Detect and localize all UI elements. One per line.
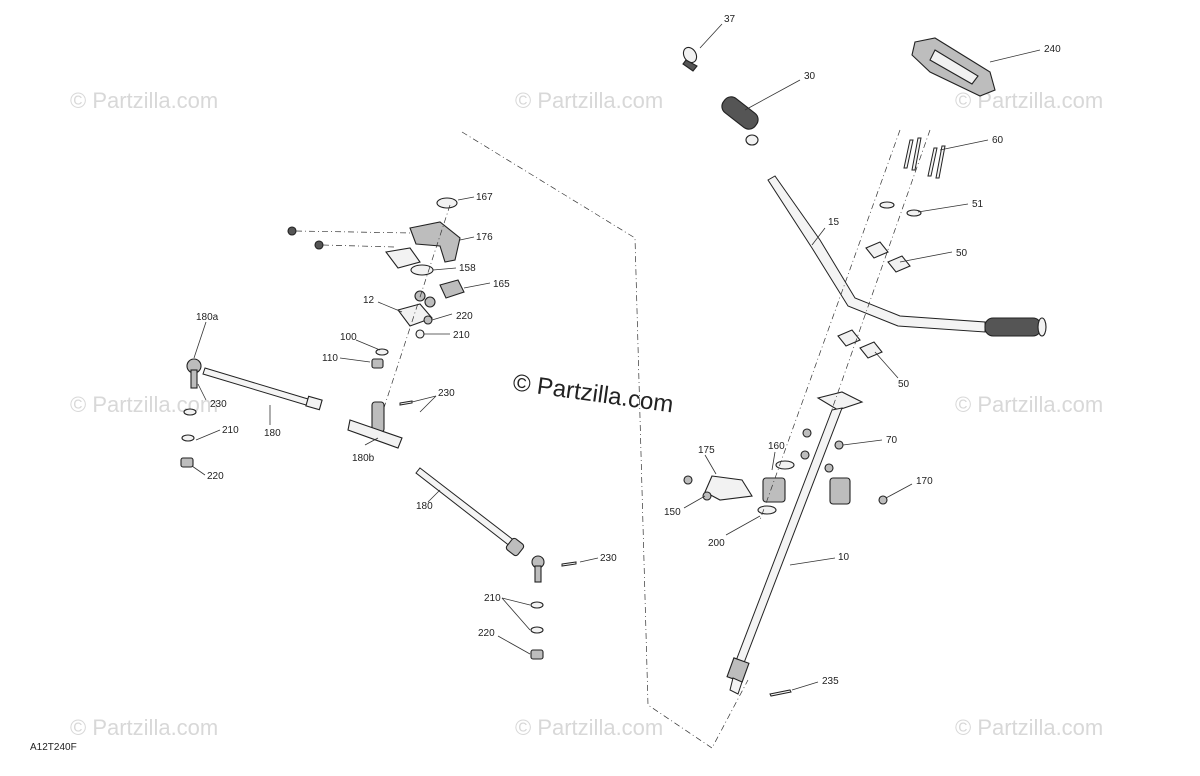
leader-lines	[191, 23, 1041, 691]
bolt-170	[878, 495, 888, 505]
callout-158: 158	[459, 263, 476, 274]
assembly-line	[379, 204, 451, 421]
callout-15: 15	[828, 217, 840, 228]
steering-column	[726, 391, 864, 695]
part-165	[439, 279, 465, 299]
part-220-top	[423, 315, 433, 325]
callout-37: 37	[724, 14, 736, 25]
center-watermark: © Partzilla.com	[511, 369, 675, 418]
part-110	[371, 358, 384, 369]
watermark-top-left: © Partzilla.com	[70, 88, 218, 113]
callout-200: 200	[708, 538, 725, 549]
callout-180-left: 180	[264, 428, 281, 439]
pin-230-right	[561, 561, 577, 567]
part-210-top	[415, 329, 425, 339]
washer-210-left-b	[181, 434, 195, 442]
callout-60: 60	[992, 135, 1004, 146]
callout-180a: 180a	[196, 312, 219, 323]
callout-30: 30	[804, 71, 816, 82]
callout-235: 235	[822, 676, 839, 687]
tie-rod-right	[415, 467, 545, 583]
assembly-line	[759, 129, 901, 521]
assembly-line	[322, 244, 396, 248]
watermarks: © Partzilla.com © Partzilla.com © Partzi…	[70, 88, 1103, 740]
callout-160: 160	[768, 441, 785, 452]
watermark-mid-right: © Partzilla.com	[955, 392, 1103, 417]
washer-210-right-b	[530, 626, 544, 634]
steering-column-assembly	[682, 37, 1047, 697]
watermark-bottom-right: © Partzilla.com	[955, 715, 1103, 740]
callout-210-top: 210	[453, 330, 470, 341]
cotter-pin-235	[769, 689, 792, 697]
column-bracket	[683, 475, 753, 501]
screw-left-a	[287, 226, 297, 236]
callout-165: 165	[493, 279, 510, 290]
callout-175: 175	[698, 445, 715, 456]
callout-70: 70	[886, 435, 898, 446]
part-100	[375, 348, 389, 356]
callout-220-top: 220	[456, 311, 473, 322]
callout-240: 240	[1044, 44, 1061, 55]
washer-210-right	[530, 601, 544, 609]
nut-220-left	[180, 457, 194, 468]
callout-110: 110	[322, 353, 338, 364]
watermark-top-center: © Partzilla.com	[515, 88, 663, 113]
callout-180-right: 180	[416, 501, 433, 512]
steering-pivot	[347, 401, 403, 449]
callout-170: 170	[916, 476, 933, 487]
tie-rods	[180, 358, 577, 660]
tie-rod-left	[186, 358, 323, 411]
clamp-spacers	[879, 201, 922, 217]
part-176-lower	[385, 247, 421, 269]
upper-clamps	[865, 241, 911, 273]
callout-100: 100	[340, 332, 357, 343]
callout-10: 10	[838, 552, 850, 563]
steering-arm-assembly	[287, 197, 465, 449]
callouts: 37 30 240 60 51 15 50 50 70 170 175 160 …	[196, 14, 1061, 687]
callout-210-right: 210	[484, 593, 501, 604]
part-158	[410, 264, 434, 276]
callout-230-center: 230	[438, 388, 455, 399]
callout-210-left: 210	[222, 425, 239, 436]
screw-left-b	[314, 240, 324, 250]
callout-12: 12	[363, 295, 375, 306]
handlebar	[767, 175, 986, 333]
callout-167: 167	[476, 192, 493, 203]
assembly-line	[295, 230, 413, 234]
callout-51: 51	[972, 199, 984, 210]
callout-180b: 180b	[352, 453, 375, 464]
grip-right	[984, 317, 1047, 337]
pin-230	[399, 400, 413, 406]
watermark-bottom-left: © Partzilla.com	[70, 715, 218, 740]
callout-230-right: 230	[600, 553, 617, 564]
diagram-code: A12T240F	[30, 742, 77, 753]
assembly-line	[829, 129, 931, 416]
clamp-bolts	[903, 137, 946, 179]
callout-220-left: 220	[207, 471, 224, 482]
nut-220-right	[530, 649, 544, 660]
lower-clamps	[837, 329, 883, 359]
callout-50-lower: 50	[898, 379, 910, 390]
callout-176: 176	[476, 232, 493, 243]
callout-220-right: 220	[478, 628, 495, 639]
grip-left	[721, 96, 759, 146]
assembly-outline	[461, 131, 749, 749]
handlebar-cover	[911, 37, 996, 97]
washer-210-left	[183, 408, 197, 416]
callout-50-upper: 50	[956, 248, 968, 259]
callout-230-left: 230	[210, 399, 227, 410]
watermark-bottom-center: © Partzilla.com	[515, 715, 663, 740]
bar-end-cap	[682, 46, 698, 72]
part-167	[436, 197, 458, 209]
callout-150: 150	[664, 507, 681, 518]
part-176	[409, 221, 461, 263]
column-nuts	[800, 428, 844, 473]
